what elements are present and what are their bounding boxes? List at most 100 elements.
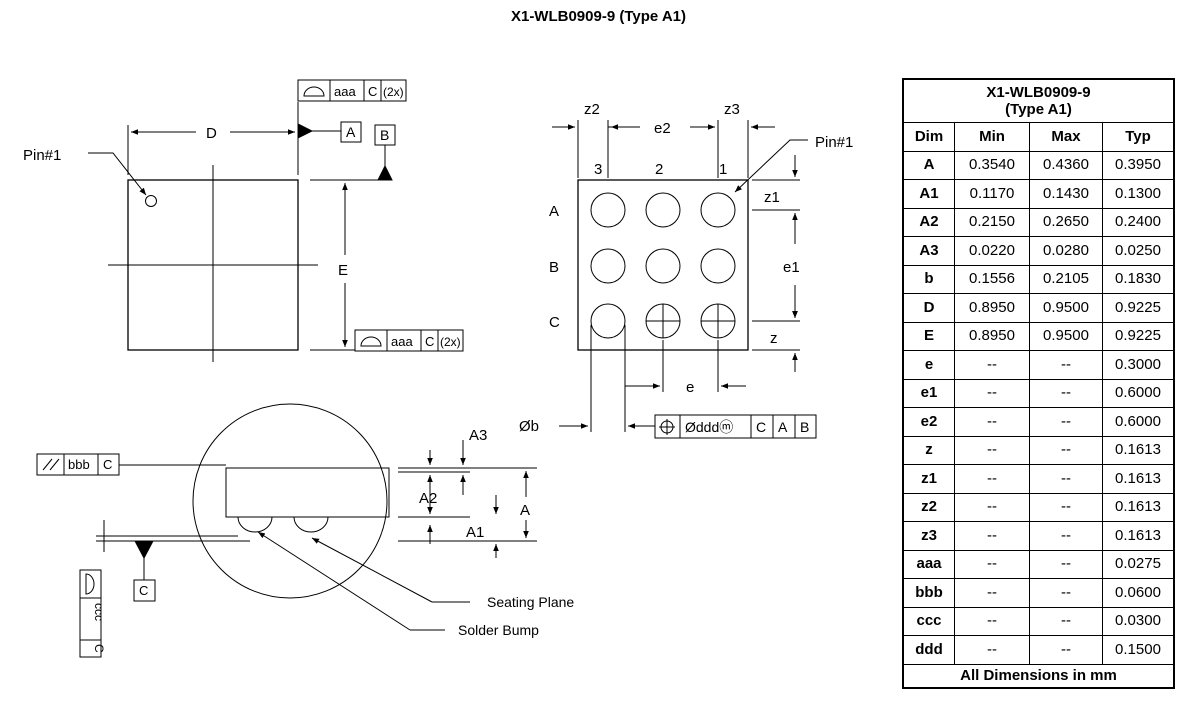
col-label-1: 1 [719, 161, 727, 178]
table-row: aaa----0.0275 [902, 549, 1175, 579]
row-label-c: C [549, 314, 560, 331]
row-label-b: B [549, 259, 559, 276]
ball-a1 [700, 192, 736, 228]
cell-max: 0.1430 [1029, 179, 1103, 209]
fcf-ccc-datum: C [92, 644, 106, 653]
z3-label: z3 [724, 101, 740, 118]
cell-dim: E [902, 321, 955, 351]
detail-circle [192, 403, 388, 599]
cell-max: 0.0280 [1029, 236, 1103, 266]
fcf-top-frame [297, 79, 407, 102]
table-header-row: Dim Min Max Typ [902, 122, 1175, 152]
a2-label: A2 [419, 490, 437, 507]
table-row: z1----0.1613 [902, 464, 1175, 494]
cell-min: -- [954, 407, 1030, 437]
ball-c3 [590, 303, 626, 339]
ball-dia-label: Øb [519, 418, 539, 435]
cell-min: 0.0220 [954, 236, 1030, 266]
table-footer: All Dimensions in mm [902, 663, 1175, 688]
table-title: X1-WLB0909-9 (Type A1) [902, 78, 1175, 123]
cell-min: -- [954, 549, 1030, 579]
profile-surface-icon [360, 336, 382, 347]
cell-min: 0.2150 [954, 207, 1030, 237]
table-row: e2----0.6000 [902, 407, 1175, 437]
cell-max: -- [1029, 464, 1103, 494]
z1-label: z1 [764, 189, 780, 206]
solder-bump-right [293, 516, 329, 533]
cell-max: 0.2650 [1029, 207, 1103, 237]
cell-min: -- [954, 378, 1030, 408]
cell-max: 0.2105 [1029, 264, 1103, 294]
cell-max: -- [1029, 635, 1103, 665]
d-label: D [206, 125, 217, 142]
fcf-ddd-d3: B [800, 419, 809, 435]
z2-label: z2 [584, 101, 600, 118]
cell-min: 0.1556 [954, 264, 1030, 294]
fcf-side-datum: C [425, 334, 434, 349]
pin1-label-top: Pin#1 [23, 147, 61, 164]
cell-min: -- [954, 606, 1030, 636]
table-title-line2: (Type A1) [1005, 101, 1072, 118]
header-dim: Dim [902, 122, 955, 152]
cell-dim: e1 [902, 378, 955, 408]
cell-dim: ddd [902, 635, 955, 665]
cell-typ: 0.9225 [1102, 321, 1175, 351]
cell-typ: 0.1300 [1102, 179, 1175, 209]
header-typ: Typ [1102, 122, 1175, 152]
cell-dim: A2 [902, 207, 955, 237]
e2-label: e2 [654, 120, 671, 137]
cell-min: -- [954, 521, 1030, 551]
fcf-ccc-tol: ccc [92, 603, 106, 621]
z-label: z [770, 330, 778, 347]
fcf-ddd-tol: Ødddⓜ [685, 419, 733, 435]
cell-min: -- [954, 635, 1030, 665]
die-body [225, 467, 390, 518]
cell-max: 0.9500 [1029, 321, 1103, 351]
cell-max: -- [1029, 407, 1103, 437]
cell-dim: e [902, 350, 955, 380]
header-min: Min [954, 122, 1030, 152]
cell-typ: 0.3000 [1102, 350, 1175, 380]
cell-max: -- [1029, 521, 1103, 551]
datum-b-label: B [380, 127, 389, 143]
datum-c-label: C [139, 583, 148, 598]
cell-max: -- [1029, 350, 1103, 380]
cell-min: 0.8950 [954, 293, 1030, 323]
fcf-top-datum: C [368, 84, 377, 99]
cell-min: -- [954, 350, 1030, 380]
cell-typ: 0.1613 [1102, 464, 1175, 494]
header-max: Max [1029, 122, 1103, 152]
table-row: ccc----0.0300 [902, 606, 1175, 636]
ball-b1 [700, 248, 736, 284]
cell-typ: 0.9225 [1102, 293, 1175, 323]
ball-a2 [645, 192, 681, 228]
cell-dim: A3 [902, 236, 955, 266]
top-view [88, 79, 464, 362]
cell-typ: 0.0250 [1102, 236, 1175, 266]
row-label-a: A [549, 203, 559, 220]
pin1-marker [145, 195, 157, 207]
solder-bump-label: Solder Bump [458, 622, 539, 638]
parallelism-icon [42, 458, 53, 471]
cell-min: -- [954, 464, 1030, 494]
col-label-3: 3 [594, 161, 602, 178]
table-row: z2----0.1613 [902, 492, 1175, 522]
table-title-line1: X1-WLB0909-9 [986, 84, 1091, 101]
dimension-table: X1-WLB0909-9 (Type A1) Dim Min Max Typ A… [902, 78, 1175, 689]
cell-typ: 0.0275 [1102, 549, 1175, 579]
fcf-top-tol: aaa [334, 84, 356, 99]
a-label: A [520, 502, 530, 519]
datum-b-triangle [377, 164, 393, 181]
cell-typ: 0.0600 [1102, 578, 1175, 608]
fcf-side-frame [354, 329, 464, 352]
cell-dim: b [902, 264, 955, 294]
table-row: e----0.3000 [902, 350, 1175, 380]
datum-a-triangle [297, 123, 314, 139]
fcf-side-mult: (2x) [440, 335, 461, 349]
cell-max: -- [1029, 606, 1103, 636]
cell-dim: ccc [902, 606, 955, 636]
side-view [36, 403, 537, 658]
